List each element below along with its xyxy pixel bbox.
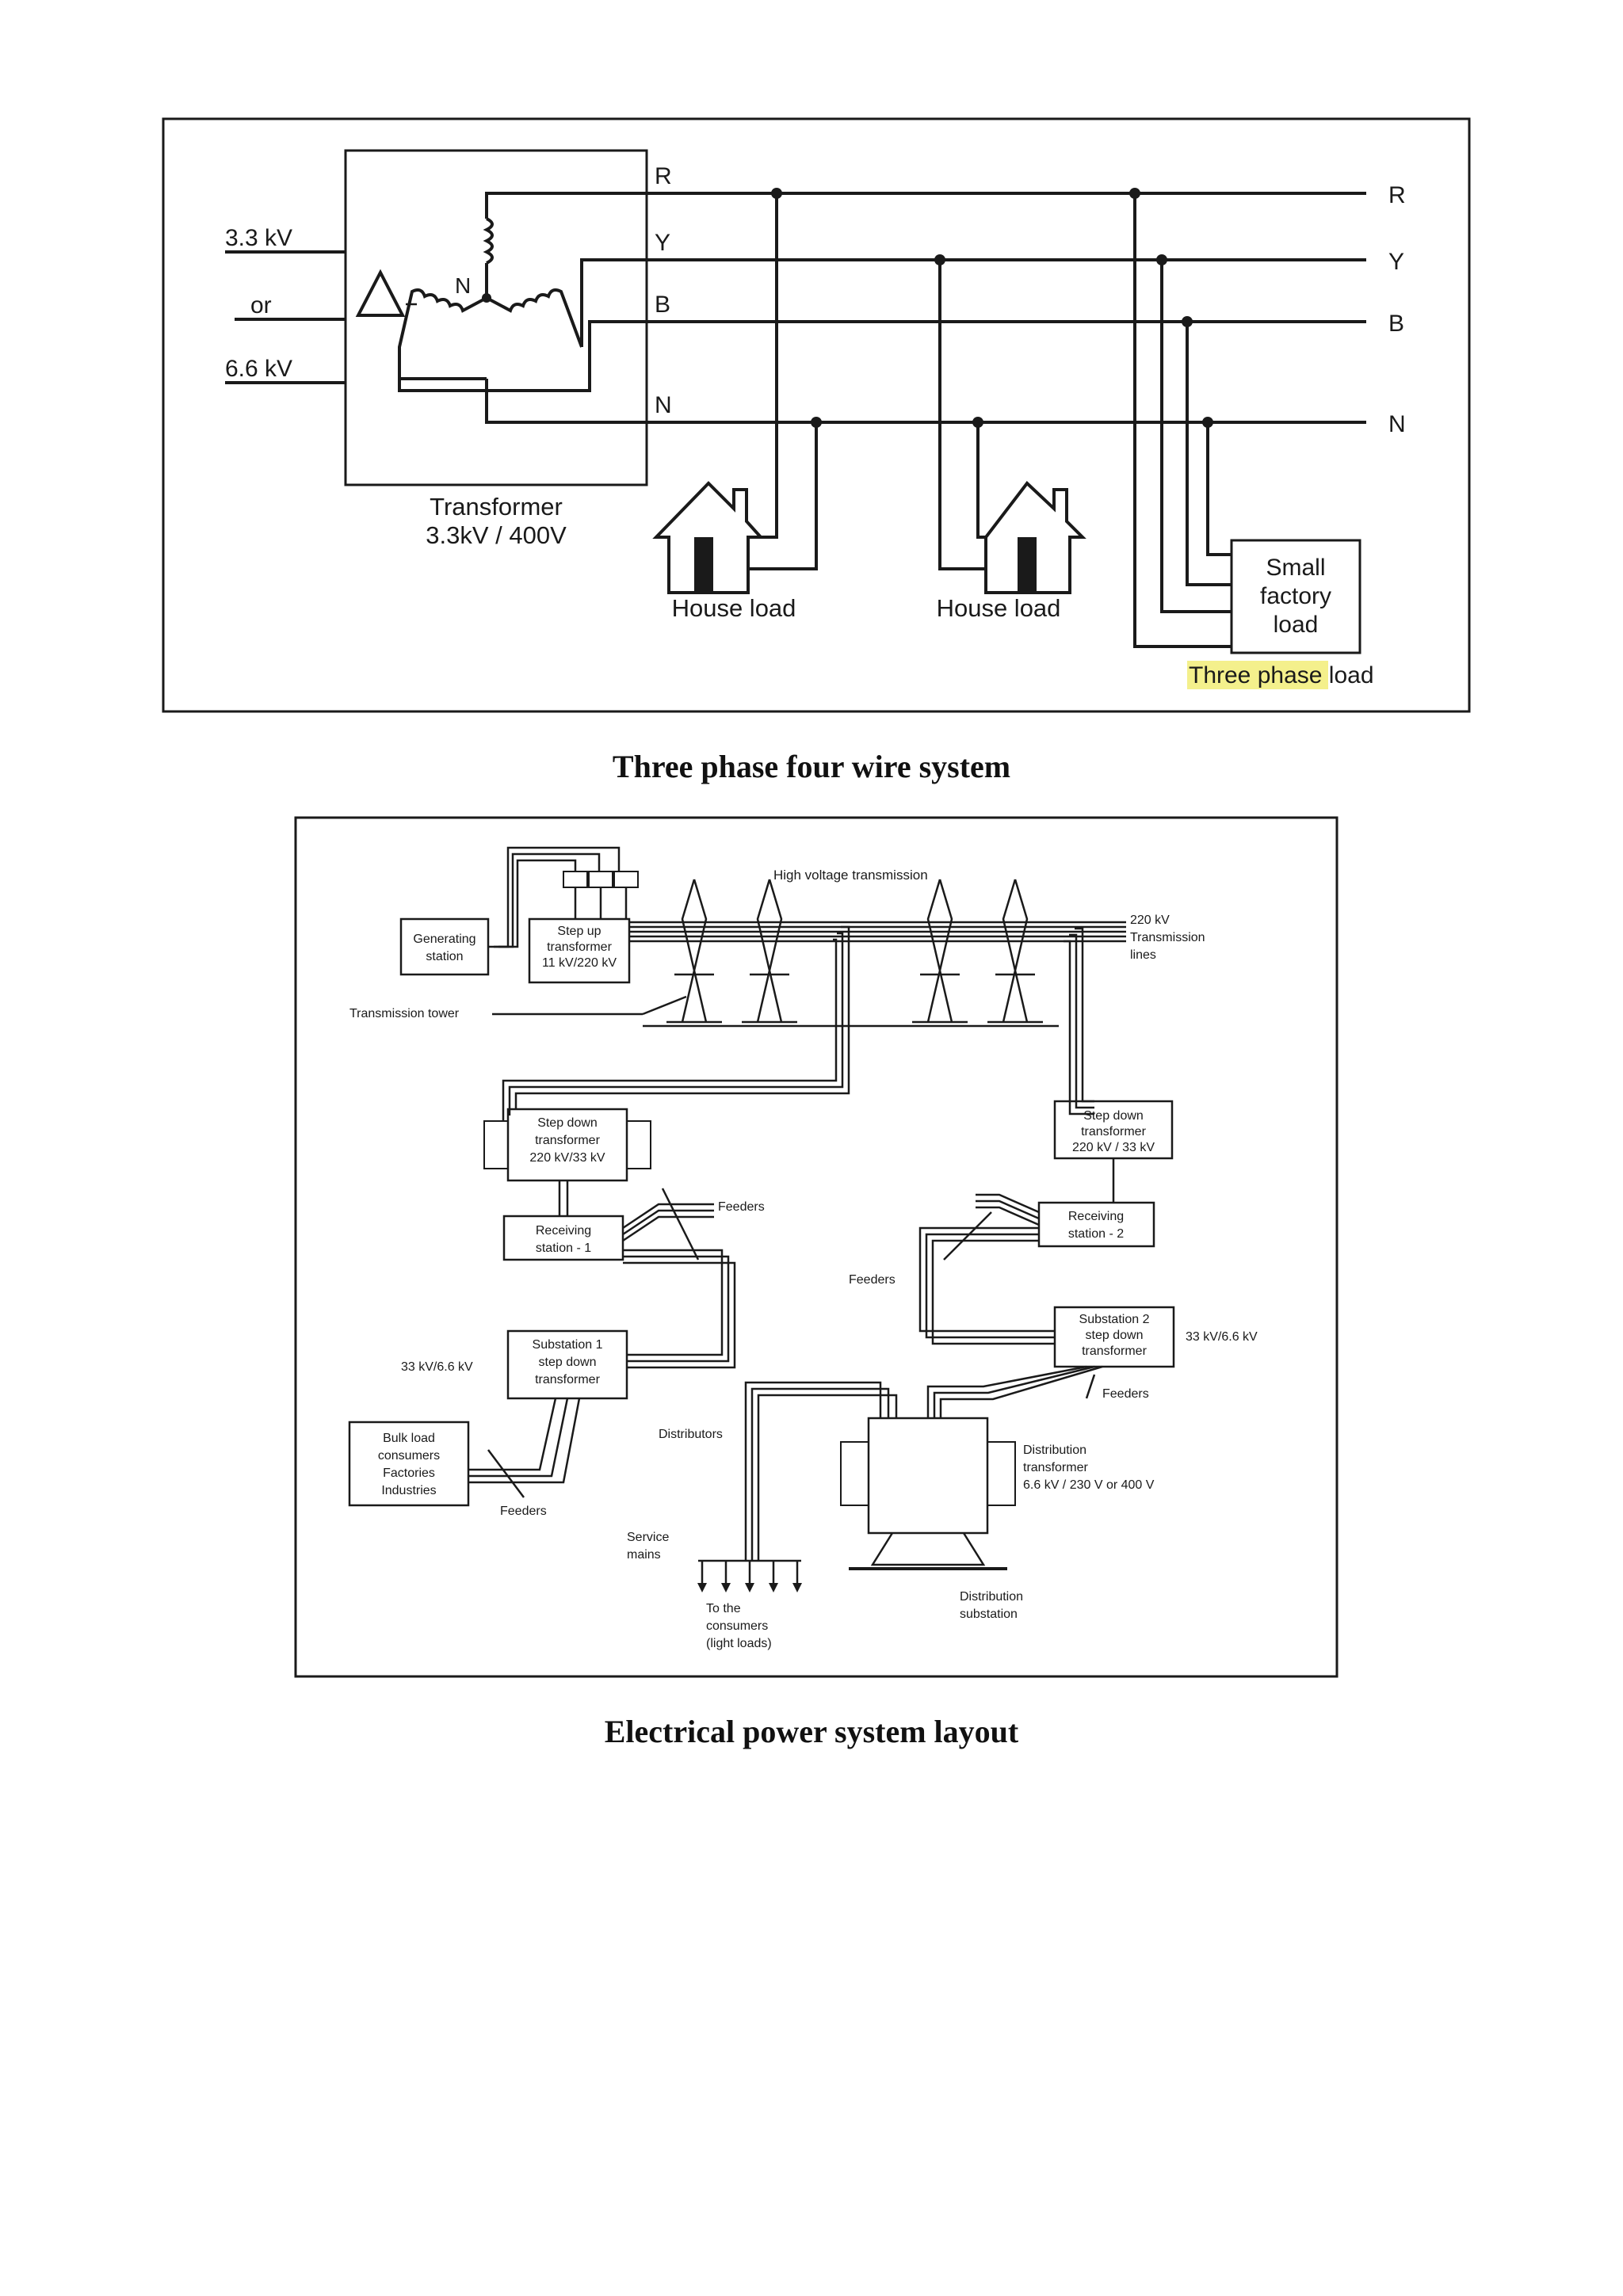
factory-load-label-1: Small [1266,555,1325,581]
factory-load-label-3: load [1274,612,1319,638]
generating-station-box [399,917,490,976]
neutral-point-label: N [455,273,471,298]
substation-2-label-2: step down [1086,1329,1144,1342]
transmission-lines [629,921,1126,943]
receiving-2-label-1: Receiving [1068,1210,1124,1223]
step-down-2-label-3: 220 kV / 33 kV [1072,1141,1155,1154]
distribution-transformer-box [867,1417,989,1535]
service-mains-arrows [697,1559,802,1592]
transformer-label-2: 3.3kV / 400V [426,521,567,549]
bulk-load-label-4: Industries [381,1484,436,1497]
distributors-label: Distributors [659,1428,723,1441]
phase-label-b-right: B [1388,311,1404,337]
substation-2-label-3: transformer [1082,1344,1147,1358]
step-down-1-label-2: transformer [535,1134,600,1147]
star-winding: N [398,195,583,380]
substation-2-box [1053,1306,1175,1368]
bulk-load-label-1: Bulk load [383,1432,435,1445]
tx-lines-label-2: Transmission [1130,931,1205,944]
phase-label-r-left: R [655,163,672,189]
tower-label: Transmission tower [349,1007,460,1020]
substation-1-label-1: Substation 1 [533,1338,603,1352]
three-phase-four-wire-diagram: 3.3 kV or 6.6 kV N R Y B N R Y B N Trans… [162,117,1471,713]
step-up-transformer-box [528,917,631,984]
phase-label-y-left: Y [655,230,670,256]
dist-transformer-label-3: 6.6 kV / 230 V or 400 V [1023,1478,1155,1492]
feeders-label-4: Feeders [1102,1387,1149,1401]
figure2-caption: Electrical power system layout [604,1714,1019,1749]
substation-1-label-3: transformer [535,1373,600,1386]
receiving-2-label-2: station - 2 [1068,1227,1124,1241]
factory-load-label-2: factory [1260,583,1331,609]
step-down-2-label-1: Step down [1083,1109,1144,1123]
delta-symbol [355,269,406,317]
substation-2-label-1: Substation 2 [1079,1313,1150,1326]
bulk-load-box [348,1421,470,1507]
substation-2-voltage: 33 kV/6.6 kV [1186,1330,1258,1344]
substation-1-voltage: 33 kV/6.6 kV [401,1360,473,1374]
power-system-layout-diagram: Generating station Step up transformer 1… [294,816,1338,1678]
insulator-icons [563,871,639,919]
feeders-label-1: Feeders [718,1200,765,1214]
service-mains-label-1: Service [627,1531,669,1544]
dist-substation-label-2: substation [960,1608,1018,1621]
feeders-label-3: Feeders [849,1273,896,1287]
dist-substation-label-1: Distribution [960,1590,1023,1604]
phase-label-r-right: R [1388,182,1406,208]
house-icon [984,481,1086,594]
feeders-label-2: Feeders [500,1505,547,1518]
service-mains-label-2: mains [627,1548,661,1562]
house-load-label-2: House load [937,594,1061,622]
phase-label-y-right: Y [1388,249,1404,275]
house-icon [652,481,765,594]
factory-load-box [1230,539,1361,654]
consumers-label-1: To the [706,1602,741,1615]
house-load-label-1: House load [672,594,796,622]
step-up-label-2: transformer [547,940,612,954]
substation-1-label-2: step down [539,1356,597,1369]
figure1-border [162,117,1471,713]
input-voltage-low: 6.6 kV [225,356,292,382]
step-up-label-1: Step up [557,925,601,938]
bulk-load-label-3: Factories [383,1466,435,1480]
text-highlight [1187,661,1328,689]
tx-lines-label-3: lines [1130,948,1156,962]
bulk-load-label-2: consumers [378,1449,440,1463]
input-voltage-or: or [250,292,272,318]
step-down-1-label-1: Step down [537,1116,598,1130]
transformer-label-1: Transformer [430,493,563,521]
consumers-label-3: (light loads) [706,1637,772,1650]
three-phase-load-label: Three phase load [1189,662,1374,688]
phase-label-b-left: B [655,292,670,318]
figure1-caption: Three phase four wire system [612,749,1011,784]
step-down-2-label-2: transformer [1081,1125,1146,1138]
consumers-label-2: consumers [706,1619,768,1633]
tx-lines-label-1: 220 kV [1130,913,1170,927]
receiving-1-label-1: Receiving [536,1224,591,1238]
receiving-station-1-box [502,1215,624,1261]
step-down-1-label-3: 220 kV/33 kV [529,1151,605,1165]
phase-label-n-right: N [1388,411,1406,437]
generating-station-label-2: station [426,950,463,963]
generating-station-label-1: Generating [413,933,475,946]
dist-transformer-label-1: Distribution [1023,1444,1086,1457]
dist-transformer-label-2: transformer [1023,1461,1088,1474]
step-up-label-3: 11 kV/220 kV [542,956,617,970]
input-voltage-high: 3.3 kV [225,225,292,251]
high-voltage-label: High voltage transmission [773,868,928,883]
figure2-border [294,816,1338,1678]
receiving-1-label-2: station - 1 [536,1241,591,1255]
transformer-box [344,149,648,486]
phase-label-n-left: N [655,392,672,418]
transmission-tower-icons [643,879,1059,1028]
